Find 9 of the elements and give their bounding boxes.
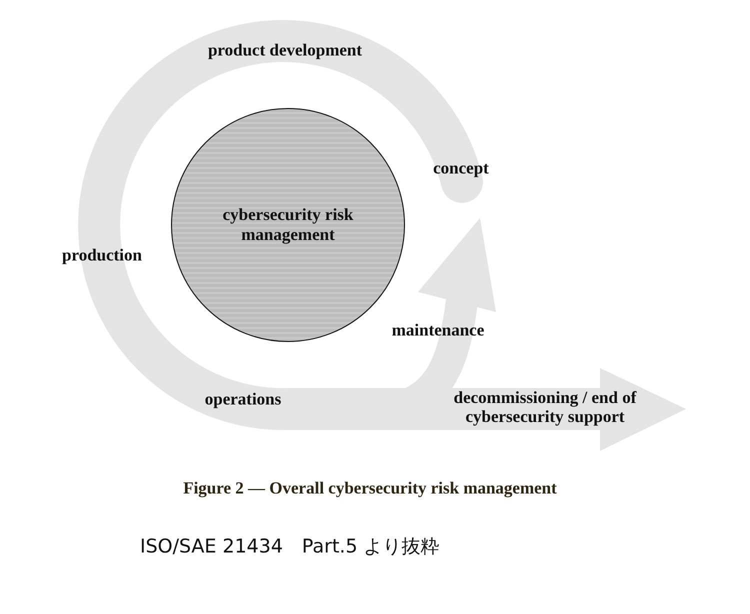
phase-label: maintenance <box>392 320 484 340</box>
phase-label: operations <box>204 390 282 408</box>
phase-label: decommissioning / end of cybersecurity support <box>452 388 638 426</box>
phase-label: concept <box>433 158 489 178</box>
circle-label: cybersecurity risk management <box>222 205 354 245</box>
phase-label: product development <box>208 40 362 60</box>
phase-label: production <box>62 246 142 264</box>
source-note: ISO/SAE 21434 Part.5 より抜粋 <box>140 538 440 556</box>
figure-caption: Figure 2 — Overall cybersecurity risk management <box>183 478 557 498</box>
